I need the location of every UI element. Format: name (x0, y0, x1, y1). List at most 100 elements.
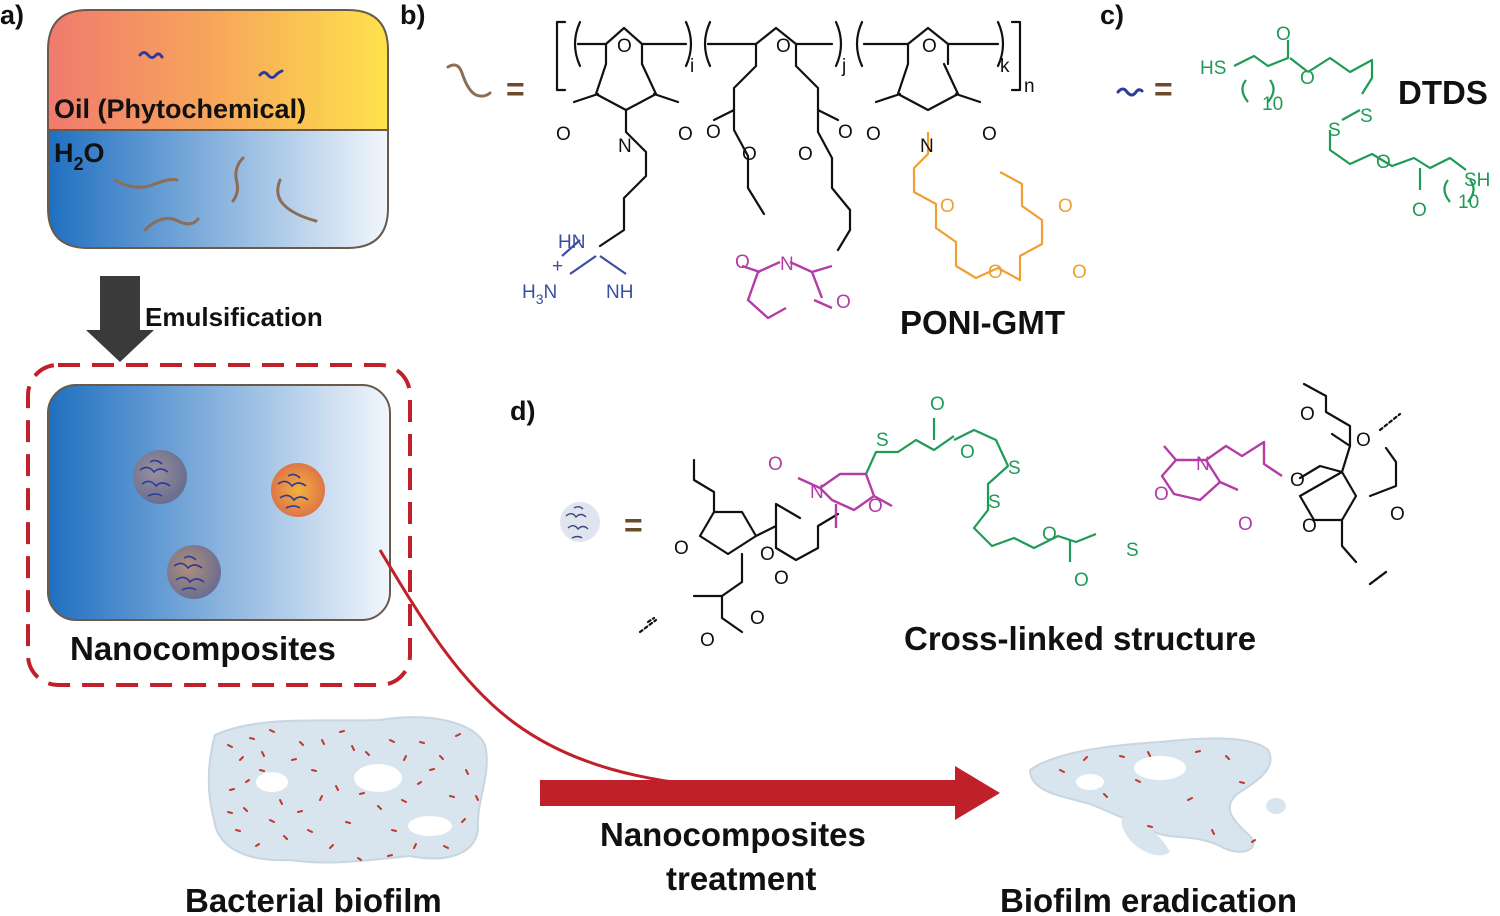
poni-subscript-i: i (690, 56, 694, 77)
dtds-structure (1233, 40, 1475, 203)
atom-o: O (678, 124, 693, 145)
polymer-chain-icon (446, 63, 492, 98)
atom-o: O (868, 496, 883, 517)
atom-o: O (798, 144, 813, 165)
atom-o: O (1412, 200, 1427, 221)
atom-o: O (760, 544, 775, 565)
atom-o: O (556, 124, 571, 145)
panel-b-label: b) (400, 0, 425, 30)
poni-subscript-j: j (841, 56, 846, 77)
atom-o: O (1300, 404, 1315, 425)
crosslinked-structure (638, 382, 1402, 634)
eradicated-biofilm (1028, 737, 1286, 856)
bacteria-dots (227, 729, 479, 861)
atom-hs: HS (1200, 58, 1226, 79)
atom-o: O (706, 122, 721, 143)
panel-b-equals: = (506, 71, 525, 107)
emulsion-vial: Oil (Phytochemical) H2O (47, 9, 389, 249)
atom-o: O (735, 252, 750, 273)
atom-o: O (922, 36, 937, 57)
atom-s: S (1360, 106, 1373, 127)
poni-gmt-label: PONI-GMT (900, 304, 1065, 341)
dtds-icon (1116, 87, 1144, 97)
atom-hn: HN (558, 232, 585, 253)
atom-o: O (750, 608, 765, 629)
atom-o: O (940, 196, 955, 217)
treatment-arrow (540, 766, 1000, 820)
atom-o: O (1376, 152, 1391, 173)
poni-subscript-n: n (1024, 76, 1035, 97)
atom-n: N (780, 254, 794, 275)
nanoparticle (167, 545, 221, 599)
atom-n: N (920, 136, 934, 157)
atom-o: O (960, 442, 975, 463)
panel-c-equals: = (1154, 71, 1173, 107)
atom-h3n: H3N (522, 282, 557, 307)
atom-n: N (618, 136, 632, 157)
emulsification-arrow (86, 276, 154, 362)
oil-label: Oil (Phytochemical) (54, 94, 306, 124)
treatment-label-line2: treatment (666, 860, 816, 897)
nanocomposite-vial (47, 384, 391, 621)
atom-s: S (1126, 540, 1139, 561)
atom-o: O (700, 630, 715, 651)
water-phase (48, 130, 388, 248)
atom-o: O (1058, 196, 1073, 217)
polymer-chain (143, 216, 200, 232)
atom-o: O (1042, 524, 1057, 545)
panel-d-label: d) (510, 396, 535, 426)
label-10: 10 (1458, 192, 1479, 213)
polymer-chain (113, 178, 179, 189)
atom-o: O (674, 538, 689, 559)
atom-o: O (776, 36, 791, 57)
atom-o: O (768, 454, 783, 475)
atom-o: O (988, 262, 1003, 283)
poni-subscript-k: k (1000, 56, 1010, 77)
atom-o: O (1154, 484, 1169, 505)
atom-n: N (810, 482, 824, 503)
emulsification-label: Emulsification (145, 302, 323, 332)
atom-o: O (617, 36, 632, 57)
dtds-molecule (258, 69, 284, 79)
polymer-chain (276, 178, 318, 223)
atom-o: O (836, 292, 851, 313)
nanocomposites-label: Nanocomposites (70, 630, 336, 667)
atom-o: O (742, 144, 757, 165)
bacteria-dots (1059, 750, 1256, 843)
atom-sh: SH (1464, 170, 1490, 191)
panel-d-equals: = (624, 507, 643, 543)
poni-gmt-structure (555, 20, 1044, 320)
atom-o: O (774, 568, 789, 589)
crosslinked-nanoparticle-icon (560, 502, 600, 542)
nanoparticle (133, 450, 187, 504)
oil-phase (48, 10, 388, 130)
atom-o: O (1302, 516, 1317, 537)
crosslinked-caption: Cross-linked structure (904, 620, 1256, 657)
atom-o: O (982, 124, 997, 145)
atom-s: S (1328, 120, 1341, 141)
atom-o: O (1290, 470, 1305, 491)
bacterial-biofilm (207, 716, 488, 864)
atom-o: O (1072, 262, 1087, 283)
atom-o: O (838, 122, 853, 143)
atom-o: O (1356, 430, 1371, 451)
label-10: 10 (1262, 94, 1283, 115)
dtds-molecule (138, 51, 164, 59)
atom-s: S (988, 492, 1001, 513)
atom-o: O (1276, 24, 1291, 45)
atom-o: O (1238, 514, 1253, 535)
polymer-chain (231, 156, 245, 203)
nanocomposite-highlight-box (26, 363, 412, 687)
bacterial-biofilm-label: Bacterial biofilm (185, 882, 442, 916)
panel-c-label: c) (1100, 0, 1124, 30)
atom-n: N (1196, 454, 1210, 475)
atom-nh: NH (606, 282, 633, 303)
atom-o: O (866, 124, 881, 145)
atom-s: S (1008, 458, 1021, 479)
atom-o: O (1390, 504, 1405, 525)
biofilm-eradication-label: Biofilm eradication (1000, 882, 1297, 916)
water-label: H2O (54, 138, 105, 174)
dtds-label: DTDS (1398, 74, 1488, 111)
atom-plus: + (552, 256, 563, 277)
